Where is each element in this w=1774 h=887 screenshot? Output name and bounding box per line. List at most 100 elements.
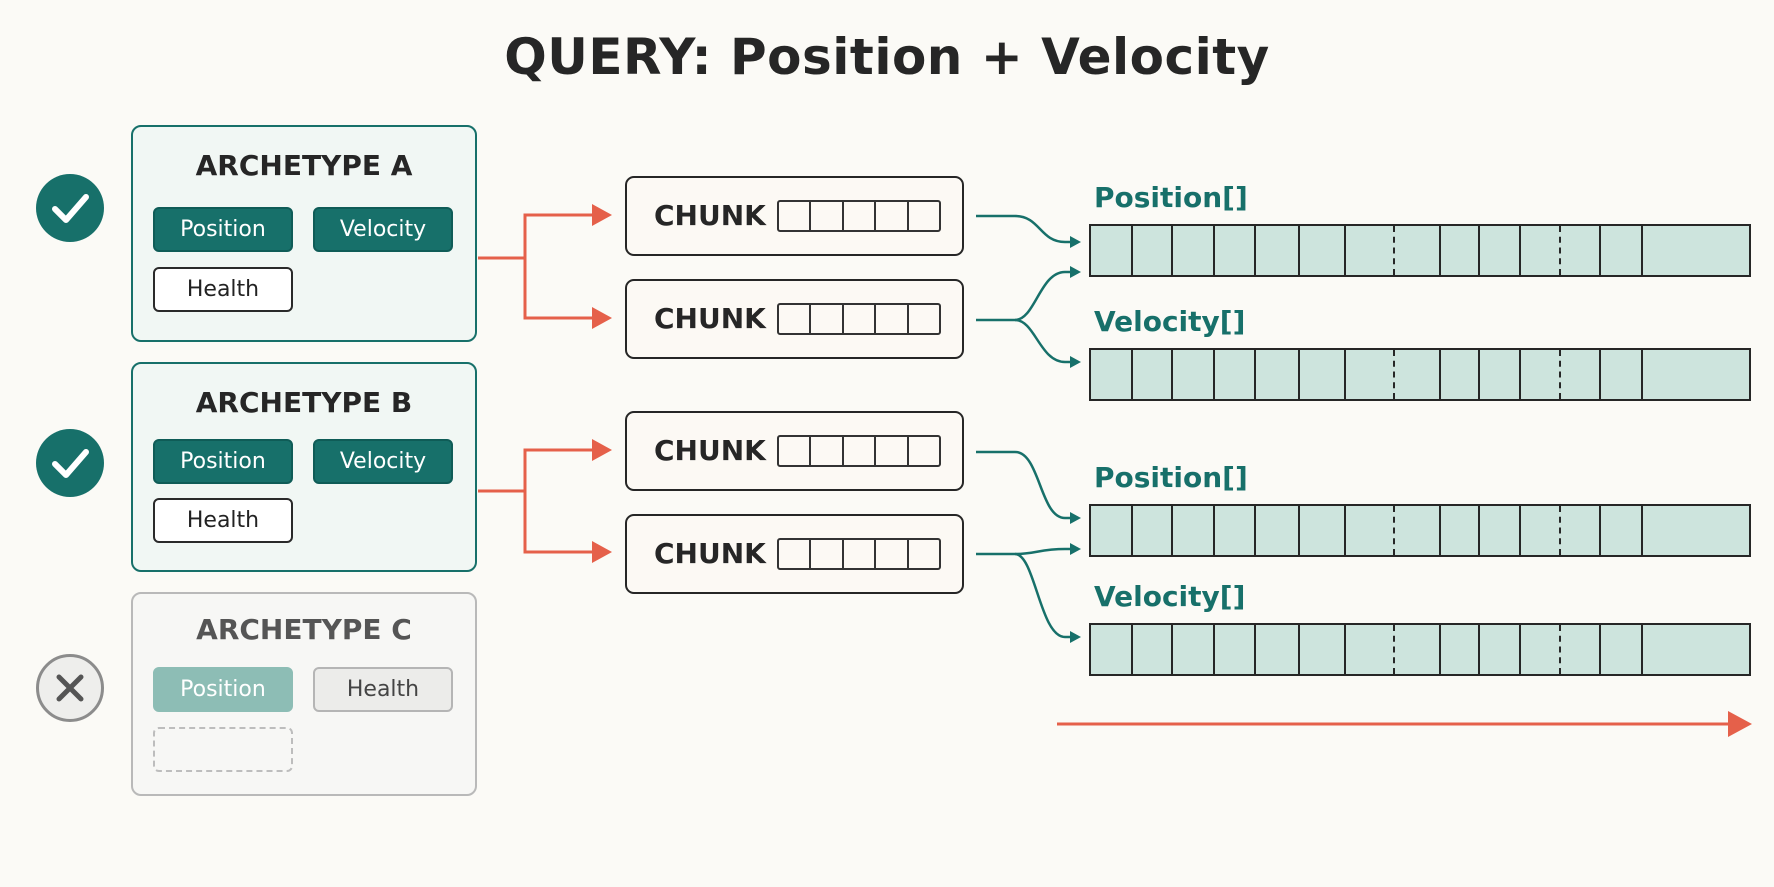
missing-component-slot	[153, 727, 293, 772]
array-cell-divider	[1439, 625, 1441, 674]
array-cell-divider	[1171, 506, 1173, 555]
component-health: Health	[313, 667, 453, 712]
archetype-b-check-icon	[36, 429, 104, 497]
query-title: QUERY: Position + Velocity	[504, 28, 1270, 86]
chunk-b2-to-position-arrow	[976, 547, 1076, 556]
chunk-a2: CHUNK	[625, 279, 964, 359]
component-velocity: Velocity	[313, 439, 453, 484]
array-cell-divider	[1519, 226, 1521, 275]
array-cell-divider	[1439, 226, 1441, 275]
archetype-a-name: ARCHETYPE A	[195, 149, 413, 182]
chunk-slots	[777, 435, 941, 467]
array-cell-divider	[1171, 350, 1173, 399]
array-cell-divider	[1393, 350, 1395, 399]
array-cell-divider	[1478, 350, 1480, 399]
array-cell-divider	[1599, 506, 1601, 555]
archetype-a-to-chunk-a1-arrow	[478, 213, 606, 260]
array-cell-divider	[1559, 625, 1561, 674]
chunk-slots	[777, 200, 941, 232]
chunk-a2-to-position-arrow	[976, 270, 1076, 322]
archetype-c-card: ARCHETYPE C Position Health	[131, 592, 477, 796]
array-cell-divider	[1393, 226, 1395, 275]
array-cell-divider	[1439, 506, 1441, 555]
component-position: Position	[153, 667, 293, 712]
array-cell-divider	[1254, 226, 1256, 275]
chunk-a1-to-position-arrow	[976, 214, 1076, 244]
array-cell-divider	[1559, 350, 1561, 399]
array-cell-divider	[1254, 625, 1256, 674]
array-cell-divider	[1393, 506, 1395, 555]
array-cell-divider	[1559, 506, 1561, 555]
array-label-velocity: Velocity[]	[1094, 305, 1246, 338]
array-cell-divider	[1641, 625, 1643, 674]
position-array	[1089, 504, 1751, 557]
archetype-a-card: ARCHETYPE A Position Velocity Health	[131, 125, 477, 342]
array-cell-divider	[1344, 625, 1346, 674]
chunk-label: CHUNK	[654, 302, 766, 335]
array-cell-divider	[1344, 226, 1346, 275]
array-cell-divider	[1131, 506, 1133, 555]
array-cell-divider	[1519, 350, 1521, 399]
array-cell-divider	[1131, 350, 1133, 399]
chunk-b2: CHUNK	[625, 514, 964, 594]
array-cell-divider	[1213, 625, 1215, 674]
array-label-position: Position[]	[1094, 461, 1248, 494]
array-cell-divider	[1171, 625, 1173, 674]
array-label-velocity: Velocity[]	[1094, 580, 1246, 613]
array-cell-divider	[1478, 625, 1480, 674]
velocity-array	[1089, 623, 1751, 676]
position-array	[1089, 224, 1751, 277]
array-cell-divider	[1599, 350, 1601, 399]
archetype-b-to-chunk-b2-arrow	[523, 491, 606, 554]
array-cell-divider	[1641, 226, 1643, 275]
array-cell-divider	[1641, 350, 1643, 399]
array-cell-divider	[1254, 506, 1256, 555]
archetype-c-x-icon	[36, 654, 104, 722]
archetype-b-card: ARCHETYPE B Position Velocity Health	[131, 362, 477, 572]
array-cell-divider	[1298, 506, 1300, 555]
array-cell-divider	[1131, 226, 1133, 275]
chunk-a1: CHUNK	[625, 176, 964, 256]
array-cell-divider	[1439, 350, 1441, 399]
chunk-slots	[777, 538, 941, 570]
chunk-b1-to-position-arrow	[976, 450, 1076, 520]
array-cell-divider	[1254, 350, 1256, 399]
array-cell-divider	[1298, 350, 1300, 399]
array-cell-divider	[1131, 625, 1133, 674]
array-cell-divider	[1478, 226, 1480, 275]
archetype-b-to-chunk-b1-arrow	[478, 448, 606, 493]
chunk-b2-to-velocity-arrow	[1014, 552, 1076, 639]
array-cell-divider	[1599, 625, 1601, 674]
array-cell-divider	[1641, 506, 1643, 555]
array-cell-divider	[1171, 226, 1173, 275]
array-cell-divider	[1213, 226, 1215, 275]
chunk-label: CHUNK	[654, 537, 766, 570]
component-position: Position	[153, 439, 293, 484]
velocity-array	[1089, 348, 1751, 401]
array-cell-divider	[1478, 506, 1480, 555]
array-cell-divider	[1519, 506, 1521, 555]
array-cell-divider	[1344, 506, 1346, 555]
array-cell-divider	[1298, 625, 1300, 674]
array-cell-divider	[1393, 625, 1395, 674]
array-cell-divider	[1298, 226, 1300, 275]
array-cell-divider	[1213, 350, 1215, 399]
archetype-a-to-chunk-a2-arrow	[523, 258, 606, 320]
array-cell-divider	[1344, 350, 1346, 399]
archetype-a-check-icon	[36, 174, 104, 242]
archetype-b-name: ARCHETYPE B	[195, 386, 413, 419]
component-position: Position	[153, 207, 293, 252]
array-cell-divider	[1559, 226, 1561, 275]
array-cell-divider	[1599, 226, 1601, 275]
chunk-slots	[777, 303, 941, 335]
chunk-b1: CHUNK	[625, 411, 964, 491]
array-cell-divider	[1213, 506, 1215, 555]
array-label-position: Position[]	[1094, 181, 1248, 214]
chunk-label: CHUNK	[654, 199, 766, 232]
chunk-label: CHUNK	[654, 434, 766, 467]
component-health: Health	[153, 498, 293, 543]
archetype-c-name: ARCHETYPE C	[196, 613, 412, 646]
array-cell-divider	[1519, 625, 1521, 674]
chunk-a2-to-velocity-arrow	[1014, 318, 1076, 364]
